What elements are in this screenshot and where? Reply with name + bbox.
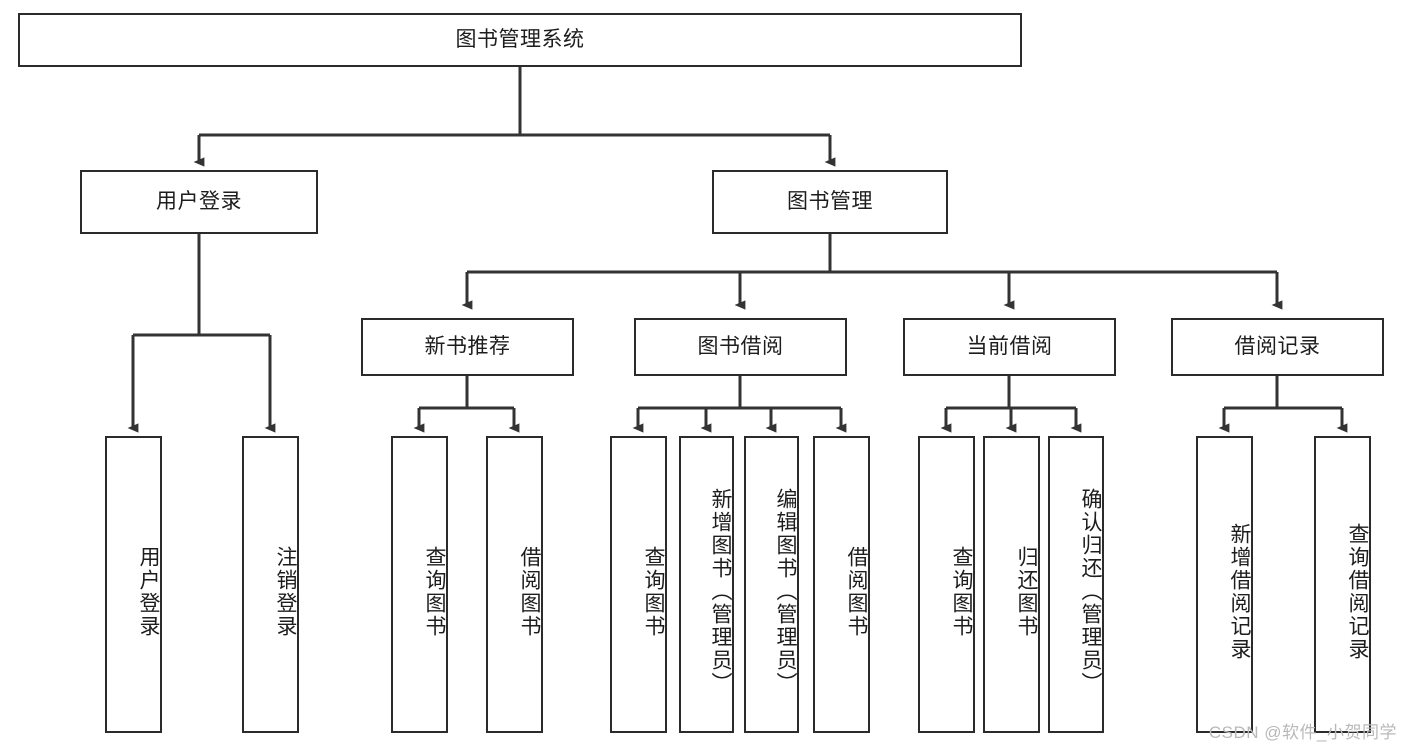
node-label: 查询图书 [950,545,973,638]
node-current-borrow[interactable]: 当前借阅 [903,318,1116,376]
node-label: 图书管理 [787,190,873,214]
leaf-query-book-recommend[interactable]: 查询图书 [391,436,448,733]
node-book-borrow[interactable]: 图书借阅 [634,318,847,376]
node-label: 确认归还（管理员） [1079,488,1102,695]
node-label: 归还图书 [1015,545,1038,638]
node-new-book-recommend[interactable]: 新书推荐 [361,318,574,376]
node-label: 借阅记录 [1234,335,1321,359]
node-label: 借阅图书 [845,545,868,638]
leaf-borrow-book[interactable]: 借阅图书 [813,436,870,733]
leaf-add-borrow-record[interactable]: 新增借阅记录 [1196,436,1253,733]
node-label: 图书管理系统 [455,28,585,52]
leaf-query-book-current[interactable]: 查询图书 [918,436,975,733]
node-label: 编辑图书（管理员） [774,488,797,695]
leaf-user-login[interactable]: 用户登录 [105,436,162,733]
node-label: 图书借阅 [697,335,784,359]
node-label: 查询图书 [642,545,665,638]
node-label: 查询图书 [423,545,446,638]
node-label: 新书推荐 [424,335,511,359]
node-root-system[interactable]: 图书管理系统 [18,13,1022,67]
leaf-logout-login[interactable]: 注销登录 [242,436,299,733]
leaf-edit-book-admin[interactable]: 编辑图书（管理员） [744,436,799,733]
node-label: 注销登录 [274,545,297,638]
leaf-add-book-admin[interactable]: 新增图书（管理员） [679,436,734,733]
node-label: 用户登录 [156,190,242,214]
leaf-query-book-borrow[interactable]: 查询图书 [610,436,667,733]
node-label: 用户登录 [137,545,160,638]
leaf-return-book[interactable]: 归还图书 [983,436,1040,733]
leaf-confirm-return-admin[interactable]: 确认归还（管理员） [1048,436,1104,733]
node-user-login[interactable]: 用户登录 [80,170,318,234]
node-book-management[interactable]: 图书管理 [712,170,948,234]
node-label: 借阅图书 [518,545,541,638]
leaf-borrow-book-recommend[interactable]: 借阅图书 [486,436,543,733]
node-borrow-record[interactable]: 借阅记录 [1171,318,1384,376]
node-label: 新增图书（管理员） [709,488,732,695]
watermark-text: CSDN @软件_小贺同学 [1208,723,1397,742]
node-label: 查询借阅记录 [1346,522,1369,661]
leaf-query-borrow-record[interactable]: 查询借阅记录 [1314,436,1371,733]
node-label: 当前借阅 [966,335,1053,359]
node-label: 新增借阅记录 [1228,522,1251,661]
